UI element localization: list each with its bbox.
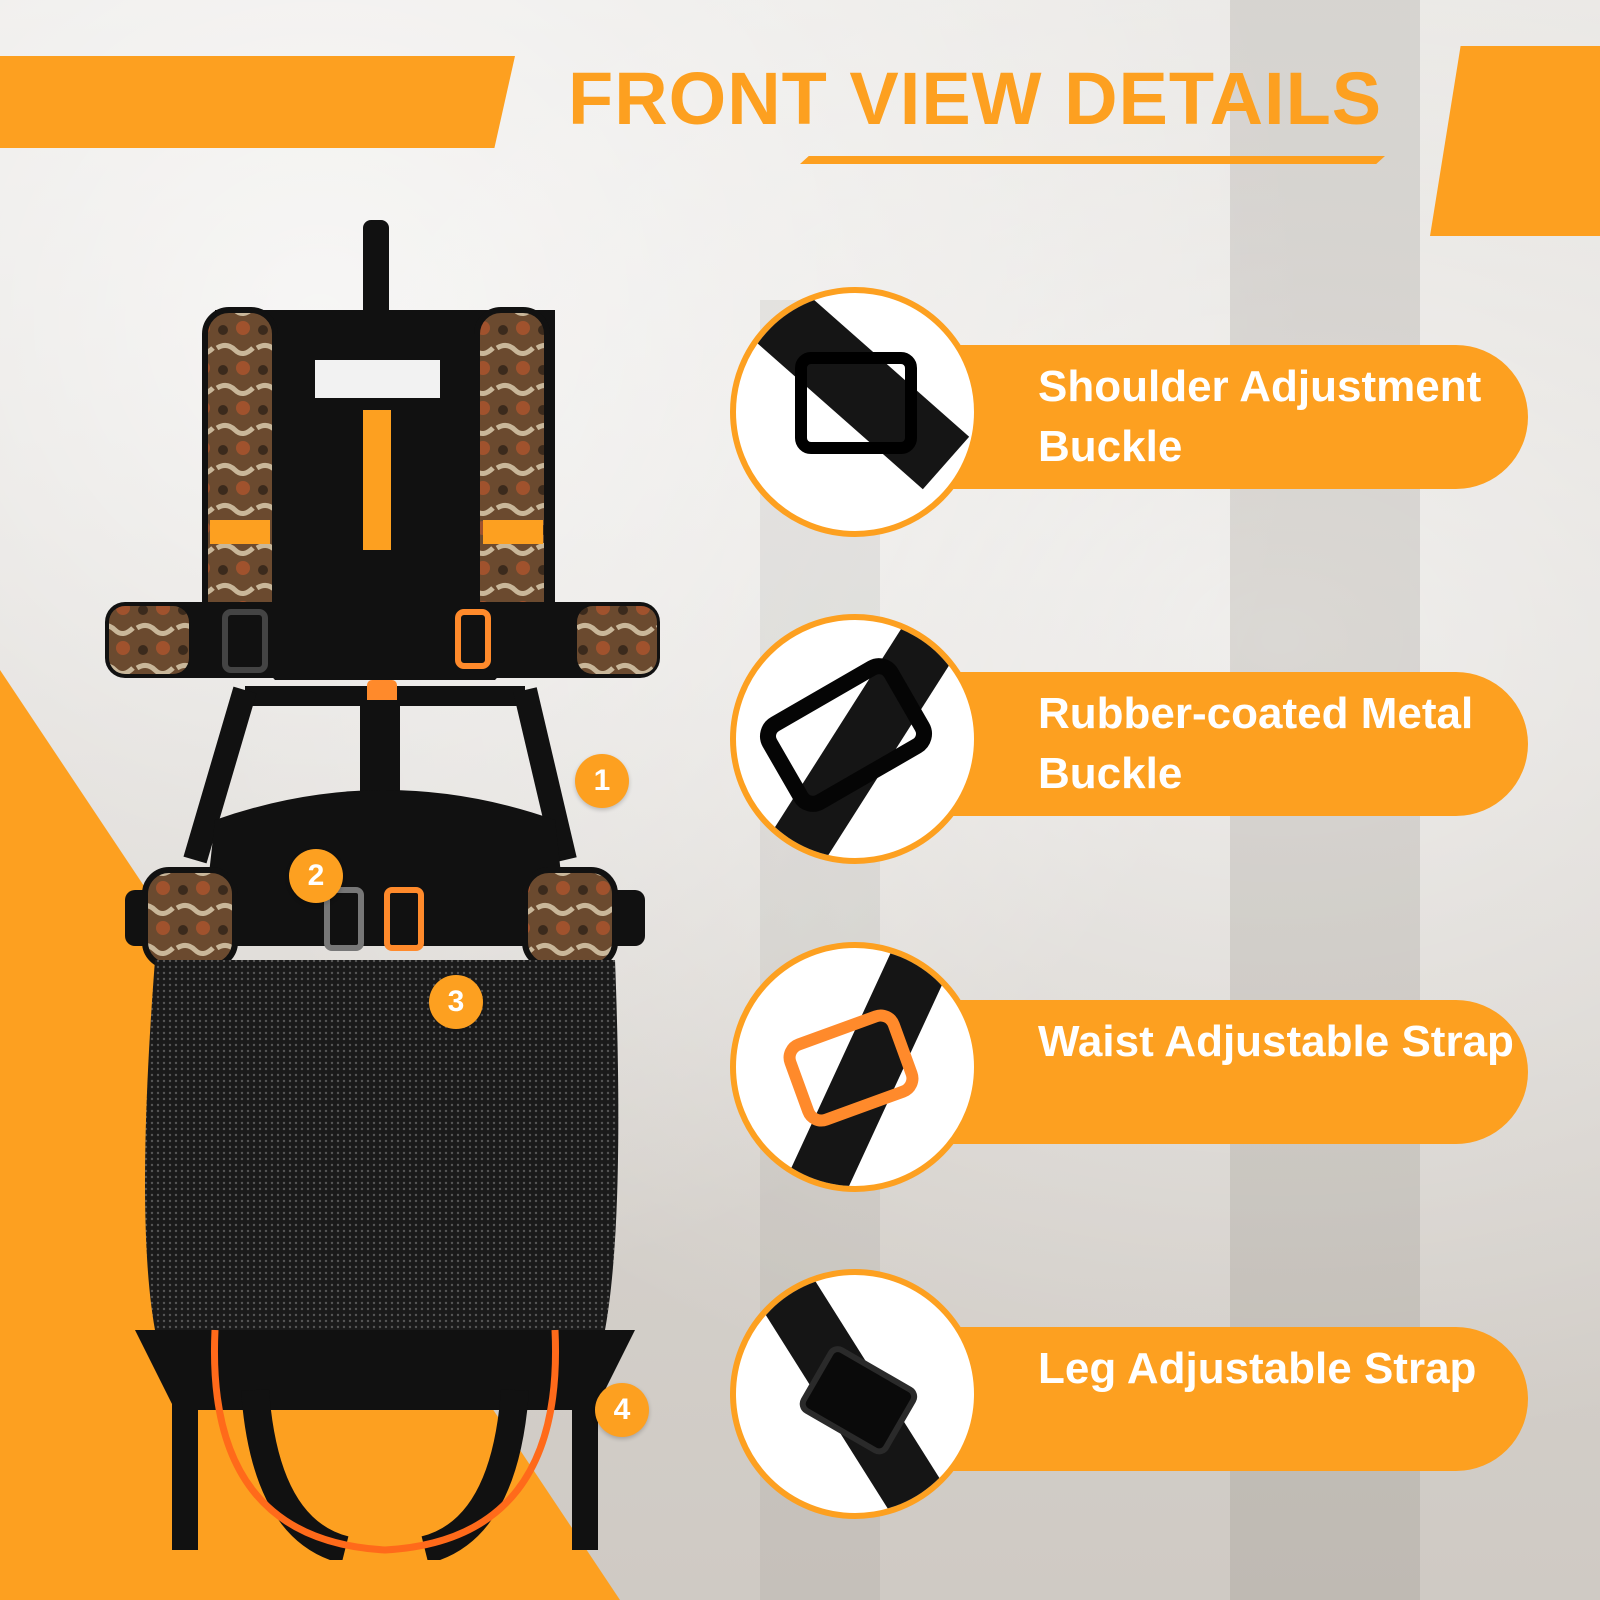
- callout-marker-3: 3: [429, 975, 483, 1029]
- feature-waist-strap: Waist Adjustable Strap: [730, 942, 1570, 1202]
- header-accent-bar-left: [0, 56, 515, 148]
- feature-label: Rubber-coated Metal Buckle: [1038, 689, 1474, 798]
- feature-leg-strap: Leg Adjustable Strap: [730, 1269, 1570, 1529]
- header-accent-bar-right: [1430, 46, 1600, 236]
- feature-label: Shoulder Adjustment Buckle: [1038, 362, 1482, 471]
- page-title: FRONT VIEW DETAILS: [568, 57, 1383, 140]
- feature-label-pill: [890, 345, 1528, 489]
- cam-lock-buckle-icon: [730, 1269, 980, 1519]
- feature-label-pill: [890, 1000, 1528, 1144]
- callout-marker-4: 4: [595, 1383, 649, 1437]
- feature-rubber-buckle: Rubber-coated Metal Buckle: [730, 614, 1570, 874]
- rubber-coated-buckle-icon: [730, 614, 980, 864]
- orange-slide-buckle-icon: [730, 942, 980, 1192]
- feature-shoulder-buckle: Shoulder Adjustment Buckle: [730, 287, 1570, 547]
- feature-label: Leg Adjustable Strap: [1038, 1344, 1477, 1393]
- feature-label-pill: [890, 1327, 1528, 1471]
- feature-label: Waist Adjustable Strap: [1038, 1017, 1514, 1066]
- callout-marker-1: 1: [575, 754, 629, 808]
- feature-label-pill: [890, 672, 1528, 816]
- title-underline: [800, 156, 1385, 164]
- rectangular-slide-buckle-icon: [730, 287, 980, 537]
- harness-image: [105, 220, 660, 1560]
- callout-marker-2: 2: [289, 849, 343, 903]
